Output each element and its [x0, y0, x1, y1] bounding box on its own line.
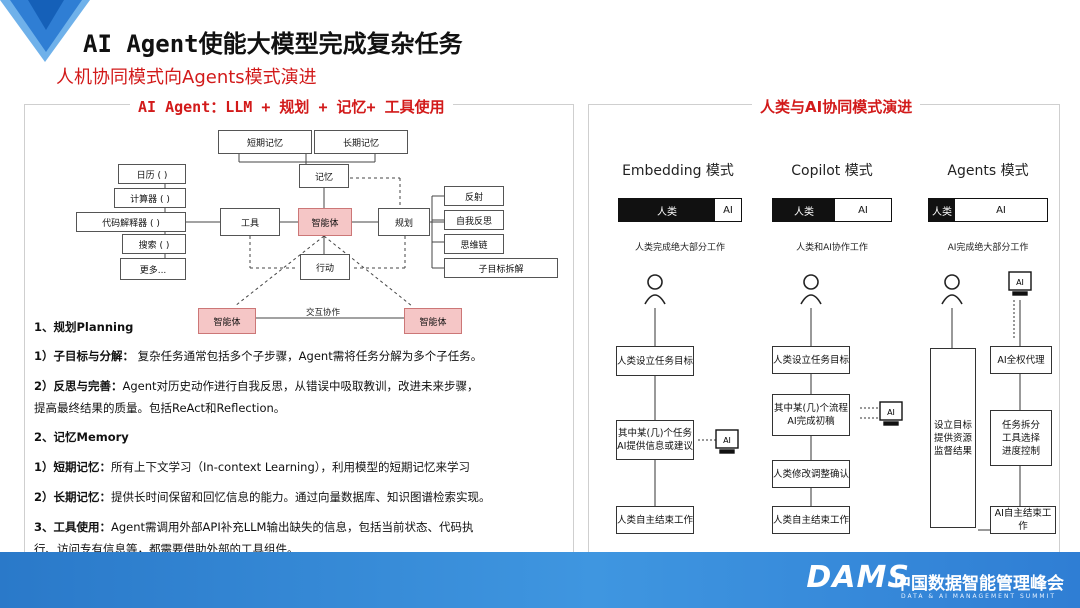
tool-item-calendar: 日历 ( ) — [118, 164, 186, 184]
ratio-bar-embedding: 人类 AI — [618, 198, 742, 222]
person-icon — [644, 274, 666, 305]
bar-human-part: 人类 — [929, 199, 955, 221]
mode-title-copilot: Copilot 模式 — [791, 163, 873, 179]
caption-agents: AI完成绝大部分工作 — [947, 243, 1029, 253]
bar-human-part: 人类 — [619, 199, 715, 221]
caption-embedding: 人类完成绝大部分工作 — [634, 243, 725, 253]
flow-box: 其中某(几)个任务 AI提供信息或建议 — [616, 420, 694, 460]
bar-ai-part: AI — [955, 199, 1047, 221]
interaction-label: 交互协作 — [306, 308, 341, 318]
flow-box: 人类修改调整确认 — [772, 460, 850, 488]
tool-item-calculator: 计算器 ( ) — [114, 188, 186, 208]
bar-ai-part: AI — [835, 199, 891, 221]
left-panel-heading: AI Agent：LLM + 规划 + 记忆+ 工具使用 — [130, 96, 453, 116]
agent-box: 智能体 — [298, 208, 352, 236]
computer-ai-label: AI — [723, 436, 731, 445]
text-line: 2、记忆Memory — [34, 430, 129, 444]
bar-human-part: 人类 — [773, 199, 835, 221]
ratio-bar-copilot: 人类 AI — [772, 198, 892, 222]
flow-box: 人类设立任务目标 — [772, 346, 850, 374]
plan-item-chain-of-thought: 思维链 — [444, 234, 504, 254]
text-line: 2）长期记忆：提供长时间保留和回忆信息的能力。通过向量数据库、知识图谱检索实现。 — [34, 490, 491, 504]
plan-item-self-reflection: 自我反思 — [444, 210, 504, 230]
caption-copilot: 人类和AI协作工作 — [796, 243, 868, 253]
flow-box: AI自主结束工作 — [990, 506, 1056, 534]
flow-box: 任务拆分 工具选择 进度控制 — [990, 410, 1052, 466]
plan-item-subgoal: 子目标拆解 — [444, 258, 558, 278]
footer-summit-en: DATA & AI MANAGEMENT SUMMIT — [901, 593, 1056, 600]
flow-box: 人类设立任务目标 — [616, 346, 694, 376]
footer-brand: DAMS — [806, 560, 910, 595]
short-memory-box: 短期记忆 — [218, 130, 312, 154]
action-box: 行动 — [300, 254, 350, 280]
flow-box: 其中某(几)个流程 AI完成初稿 — [772, 394, 850, 436]
right-panel-heading: 人类与AI协同模式演进 — [752, 96, 921, 116]
tool-item-search: 搜索 ( ) — [122, 234, 186, 254]
bar-ai-part: AI — [715, 199, 741, 221]
person-icon — [941, 274, 963, 305]
text-line: 1）短期记忆：所有上下文学习（In-context Learning），利用模型… — [34, 460, 471, 474]
agent-box-right: 智能体 — [404, 308, 462, 334]
flow-box: AI全权代理 — [990, 346, 1052, 374]
mode-title-agents: Agents 模式 — [947, 163, 1029, 179]
text-line: 提高最终结果的质量。包括ReAct和Reflection。 — [34, 401, 286, 415]
agent-diagram: 短期记忆 长期记忆 记忆 工具 智能体 规划 行动 日历 ( ) 计算器 ( )… — [70, 128, 565, 338]
mode-title-embedding: Embedding 模式 — [622, 163, 734, 179]
page-title: AI Agent使能大模型完成复杂任务 — [83, 30, 463, 58]
computer-ai-label: AI — [887, 408, 895, 417]
footer-summit-name: 中国数据智能管理峰会 — [894, 574, 1064, 594]
computer-icon — [879, 401, 903, 426]
memory-box: 记忆 — [299, 164, 349, 188]
diagram-connectors — [150, 154, 448, 319]
flow-box-side: 设立目标 提供资源 监督结果 — [930, 348, 976, 528]
text-line: 3、工具使用：Agent需调用外部API补充LLM输出缺失的信息，包括当前状态、… — [34, 520, 474, 534]
computer-icon — [715, 429, 739, 454]
tool-item-code-interpreter: 代码解释器 ( ) — [76, 212, 186, 232]
computer-ai-label: AI — [1016, 278, 1024, 287]
person-icon — [800, 274, 822, 305]
flow-box: 人类自主结束工作 — [616, 506, 694, 534]
agent-box-left: 智能体 — [198, 308, 256, 334]
text-line: 1、规划Planning — [34, 320, 134, 334]
tool-item-more: 更多... — [120, 258, 186, 280]
tools-box: 工具 — [220, 208, 280, 236]
text-line: 1）子目标与分解： 复杂任务通常包括多个子步骤，Agent需将任务分解为多个子任… — [34, 349, 483, 363]
planning-box: 规划 — [378, 208, 430, 236]
long-memory-box: 长期记忆 — [314, 130, 408, 154]
plan-item-reflection: 反射 — [444, 186, 504, 206]
flow-box: 人类自主结束工作 — [772, 506, 850, 534]
page-subtitle: 人机协同模式向Agents模式演进 — [56, 67, 317, 88]
text-line: 2）反思与完善：Agent对历史动作进行自我反思，从错误中吸取教训，改进未来步骤… — [34, 379, 479, 393]
footer-banner — [0, 552, 1080, 608]
ratio-bar-agents: 人类 AI — [928, 198, 1048, 222]
logo-icon — [0, 0, 90, 62]
computer-icon — [1008, 271, 1032, 296]
